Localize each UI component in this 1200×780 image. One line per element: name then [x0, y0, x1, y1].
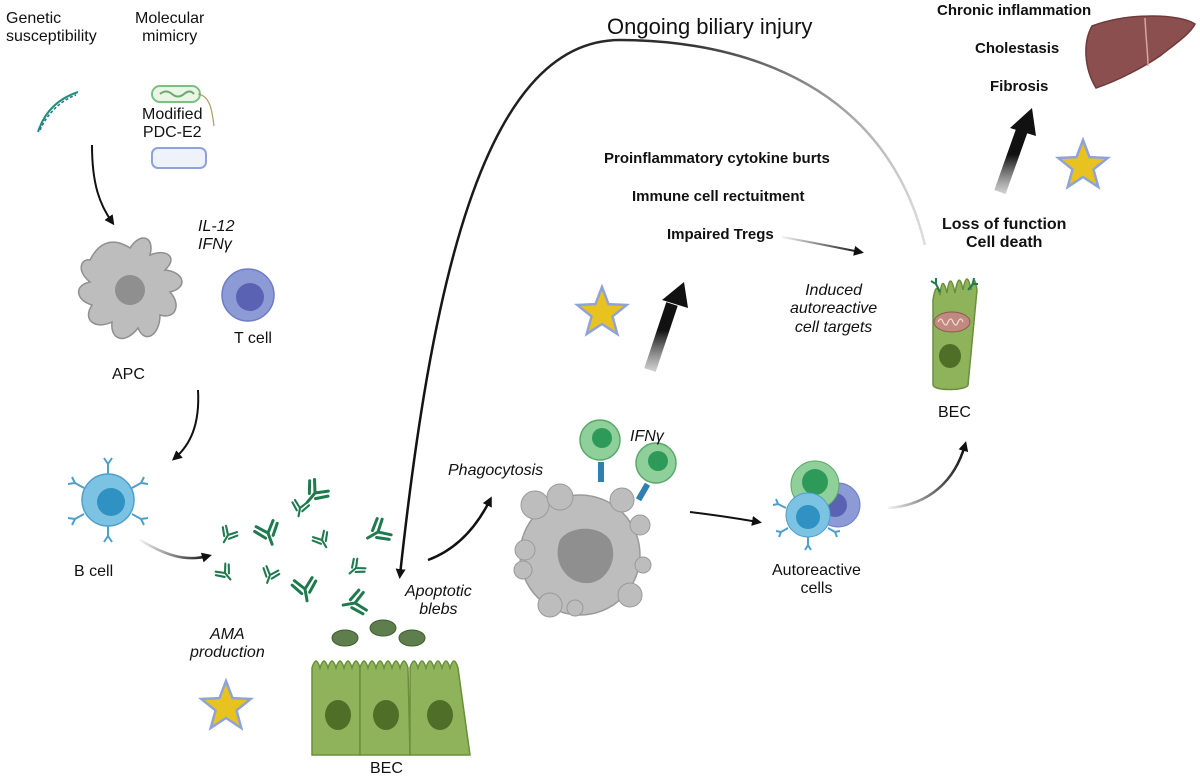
star-icon	[197, 677, 255, 731]
antibody-icon	[291, 498, 311, 518]
antibody-icon	[348, 557, 367, 575]
label-autoreactive-cells: Autoreactive cells	[772, 562, 861, 598]
label-fibrosis: Fibrosis	[990, 78, 1049, 95]
label-molecular-mimicry: Molecular mimicry	[135, 10, 205, 46]
label-loss-of-function: Loss of function Cell death	[942, 216, 1067, 252]
protein-block-icon	[151, 147, 207, 169]
b-cell-icon	[67, 457, 149, 543]
apoptotic-cell-icon	[513, 483, 652, 618]
liver-icon	[1085, 15, 1196, 89]
biliary-epithelial-cells-bottom	[311, 660, 471, 756]
antibody-icon	[214, 562, 232, 581]
antibody-icon	[341, 588, 368, 616]
antibody-icon	[262, 565, 281, 584]
label-bec-bottom: BEC	[370, 760, 403, 777]
arrow-tregs-to-targets	[781, 236, 864, 256]
antibody-icon	[221, 524, 239, 544]
label-b-cell: B cell	[74, 563, 114, 580]
dna-icon	[37, 91, 79, 133]
label-bec-right: BEC	[938, 404, 971, 421]
title-ongoing-biliary-injury: Ongoing biliary injury	[607, 14, 813, 39]
arrow-bcell-to-antibodies	[139, 538, 212, 563]
arrow-blebs-to-phagocytosis	[427, 496, 492, 562]
big-arrow-right	[994, 108, 1036, 195]
label-phagocytosis: Phagocytosis	[448, 462, 544, 479]
label-impaired-tregs: Impaired Tregs	[667, 226, 774, 243]
apoptotic-blebs-icon	[331, 619, 426, 647]
biliary-epithelial-cell-right	[930, 277, 978, 391]
label-ifn-gamma: IFNγ	[630, 428, 664, 445]
arrow-genetic-to-apc	[91, 144, 115, 226]
antibody-icon	[305, 478, 330, 504]
star-icon	[1054, 136, 1112, 190]
label-immune-recruitment: Immune cell rectuitment	[632, 188, 805, 205]
label-induced-targets: Induced autoreactive cell targets	[790, 282, 878, 336]
arrow-apc-to-bcell	[171, 389, 200, 461]
label-proinflammatory: Proinflammatory cytokine burts	[604, 150, 830, 167]
star-icon	[573, 283, 631, 337]
label-apoptotic-blebs: Apoptotic blebs	[405, 583, 472, 619]
antibody-icon	[366, 517, 393, 541]
label-genetic-susceptibility: Genetic susceptibility	[6, 10, 97, 46]
antibody-icon	[253, 519, 279, 546]
label-apc: APC	[112, 366, 145, 383]
ongoing-injury-arc	[395, 38, 927, 579]
arrow-to-autoreactive	[689, 511, 762, 526]
big-arrow-middle	[644, 282, 688, 372]
label-modified-pdc-e2: Modified PDC-E2	[142, 106, 203, 142]
label-cytokines: IL-12 IFNγ	[198, 218, 235, 254]
star-group	[197, 136, 1112, 731]
t-cell-icon	[221, 268, 275, 322]
label-ama-production: AMA production	[190, 626, 265, 662]
label-cholestasis: Cholestasis	[975, 40, 1060, 57]
label-t-cell: T cell	[234, 330, 272, 347]
antibody-cluster	[214, 478, 393, 616]
autoreactive-cells-icon	[772, 460, 861, 551]
green-t-cells	[579, 419, 677, 502]
arrow-autoreactive-to-bec	[887, 441, 969, 510]
antibody-icon	[290, 576, 318, 603]
antibody-icon	[311, 529, 329, 549]
dendritic-cell-icon	[77, 237, 183, 340]
label-chronic-inflammation: Chronic inflammation	[937, 2, 1092, 19]
bacterium-icon	[151, 85, 215, 127]
